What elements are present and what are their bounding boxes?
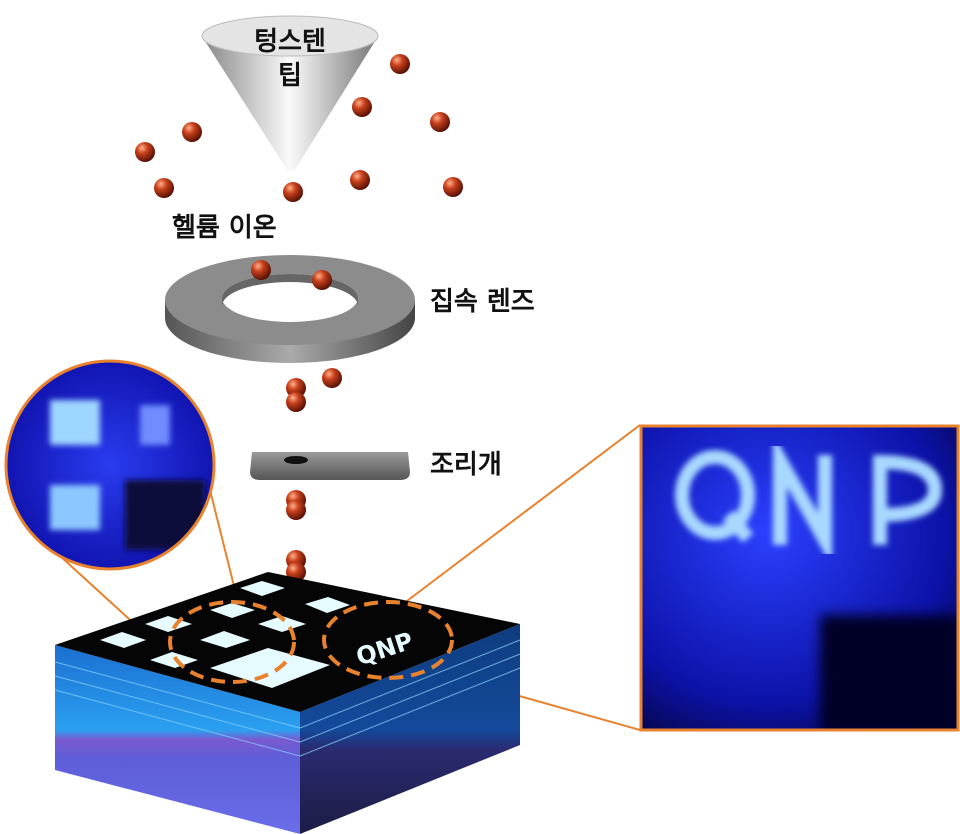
patterned-squares	[100, 581, 350, 688]
aperture-label: 조리개	[430, 450, 502, 480]
helium-ion	[430, 112, 450, 132]
focusing-lens-label: 집속 렌즈	[430, 287, 535, 317]
helium-ion	[154, 178, 174, 198]
tungsten-tip	[201, 15, 379, 172]
tungsten-tip-label: 텅스텐	[254, 27, 326, 57]
helium-ion	[350, 170, 370, 190]
helium-ion	[312, 270, 332, 290]
helium-ion	[182, 122, 202, 142]
helium-ion	[286, 378, 306, 398]
magnified-view-right	[639, 424, 960, 732]
helium-ion	[251, 260, 271, 280]
helium-ion	[286, 500, 306, 520]
helium-ion	[352, 97, 372, 117]
helium-ions	[135, 54, 463, 660]
helium-ion	[286, 392, 306, 412]
sample-substrate: QNP	[54, 572, 521, 834]
helium-ion	[322, 368, 342, 388]
tungsten-tip-label-2: 팁	[278, 61, 302, 91]
magnified-view-left	[4, 359, 216, 571]
aperture	[250, 452, 410, 480]
helium-ion	[443, 177, 463, 197]
focusing-lens	[165, 255, 415, 363]
helium-ion	[390, 54, 410, 74]
helium-ion	[135, 142, 155, 162]
helium-ions-label: 헬륨 이온	[172, 213, 277, 243]
helium-ion	[283, 182, 303, 202]
